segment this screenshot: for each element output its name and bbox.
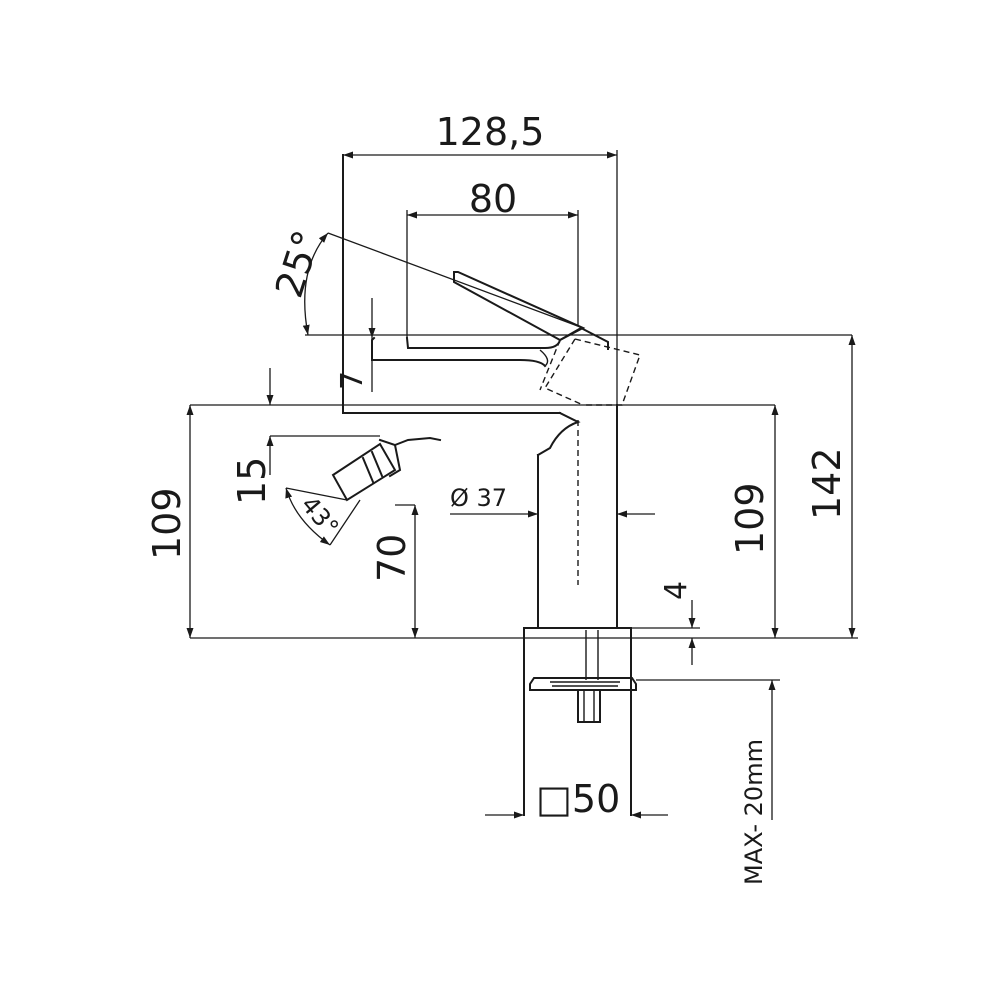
dim-base-thickness: 4 bbox=[659, 581, 694, 600]
dim-total-width: 128,5 bbox=[436, 110, 545, 154]
dim-spout-height: 70 bbox=[370, 534, 414, 582]
dim-body-diameter: Ø 37 bbox=[450, 484, 507, 512]
dim-lever-height: 7 bbox=[335, 371, 370, 390]
dim-spout-offset: 15 bbox=[230, 457, 274, 505]
dim-max-thickness: MAX- 20mm bbox=[740, 739, 768, 885]
dim-base-size: □50 bbox=[536, 777, 620, 821]
dim-total-height: 142 bbox=[805, 447, 849, 520]
dim-lever-angle: 25° bbox=[267, 225, 330, 303]
dim-handle-width: 80 bbox=[469, 177, 517, 221]
faucet-outline bbox=[331, 154, 641, 816]
dimension-lines bbox=[186, 150, 858, 820]
dim-height-right: 109 bbox=[728, 482, 772, 555]
dim-height-left: 109 bbox=[145, 487, 189, 560]
